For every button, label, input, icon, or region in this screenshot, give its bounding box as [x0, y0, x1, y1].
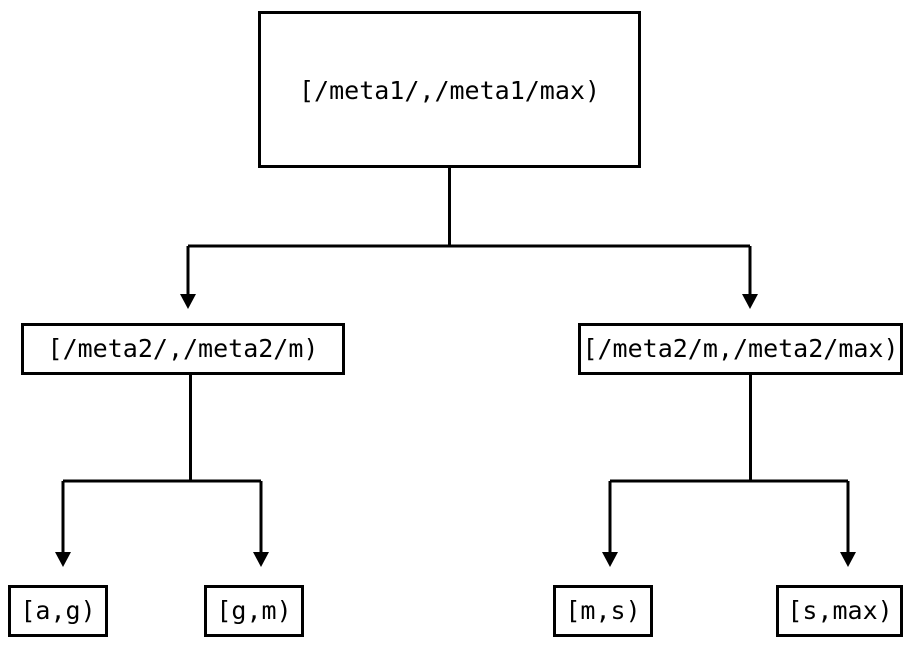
edge-group-mid-right — [602, 375, 856, 567]
edge-group-mid-left — [55, 375, 269, 567]
arrow-head-icon-leaf-4 — [840, 552, 856, 567]
node-leaf-4-box — [776, 585, 903, 637]
node-leaf-1-box — [8, 585, 108, 637]
node-leaf-4[interactable]: [s,max) — [776, 585, 903, 637]
node-mid-left[interactable]: [/meta2/,/meta2/m) — [21, 323, 345, 375]
node-root[interactable]: [/meta1/,/meta1/max) — [258, 11, 641, 168]
node-mid-left-label: [/meta2/,/meta2/m) — [48, 334, 319, 363]
node-leaf-3-label: [m,s) — [565, 596, 640, 625]
node-mid-right[interactable]: [/meta2/m,/meta2/max) — [578, 323, 903, 375]
arrow-head-icon-leaf-1 — [55, 552, 71, 567]
node-leaf-2-box — [204, 585, 304, 637]
arrow-head-icon-root-right — [742, 294, 758, 309]
node-leaf-3[interactable]: [m,s) — [553, 585, 653, 637]
node-leaf-1[interactable]: [a,g) — [8, 585, 108, 637]
node-leaf-2-label: [g,m) — [216, 596, 291, 625]
node-mid-right-label: [/meta2/m,/meta2/max) — [582, 334, 898, 363]
node-leaf-1-label: [a,g) — [20, 596, 95, 625]
node-mid-right-box — [578, 323, 903, 375]
node-leaf-4-label: [s,max) — [787, 596, 892, 625]
node-leaf-2[interactable]: [g,m) — [204, 585, 304, 637]
node-root-label: [/meta1/,/meta1/max) — [299, 76, 600, 105]
node-leaf-3-box — [553, 585, 653, 637]
arrow-head-icon-leaf-2 — [253, 552, 269, 567]
arrow-head-icon-leaf-3 — [602, 552, 618, 567]
edge-group-root — [180, 168, 758, 309]
node-mid-left-box — [21, 323, 345, 375]
arrow-head-icon-root-left — [180, 294, 196, 309]
node-root-box — [258, 11, 641, 168]
